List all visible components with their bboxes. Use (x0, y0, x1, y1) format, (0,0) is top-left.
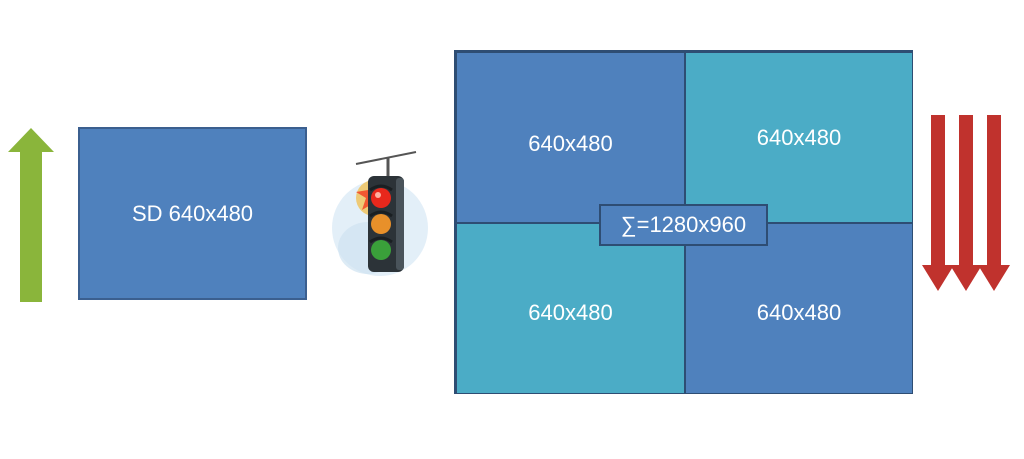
sum-resolution-label: ∑=1280x960 (599, 204, 768, 246)
grid-cell-top-right: 640x480 (685, 52, 913, 223)
grid-cell-label: 640x480 (528, 131, 613, 156)
sum-resolution-text: ∑=1280x960 (620, 212, 747, 237)
grid-cell-label: 640x480 (756, 125, 842, 150)
grid-cell-bottom-left: 640x480 (456, 223, 685, 394)
grid-cell-label: 640x480 (756, 300, 842, 325)
arrow-up-icon (8, 128, 54, 302)
grid-cell-bottom-right: 640x480 (685, 223, 913, 394)
grid-cell-top-left: 640x480 (456, 52, 685, 223)
sd-resolution-label: SD 640x480 (131, 200, 254, 226)
arrow-down-icon (922, 115, 1010, 291)
grid-cell-label: 640x480 (528, 300, 613, 325)
combined-resolution-grid: 640x480 640x480 640x480 640x480 (454, 50, 913, 394)
sd-resolution-box: SD 640x480 (78, 127, 307, 300)
traffic-light-icon (332, 151, 428, 276)
